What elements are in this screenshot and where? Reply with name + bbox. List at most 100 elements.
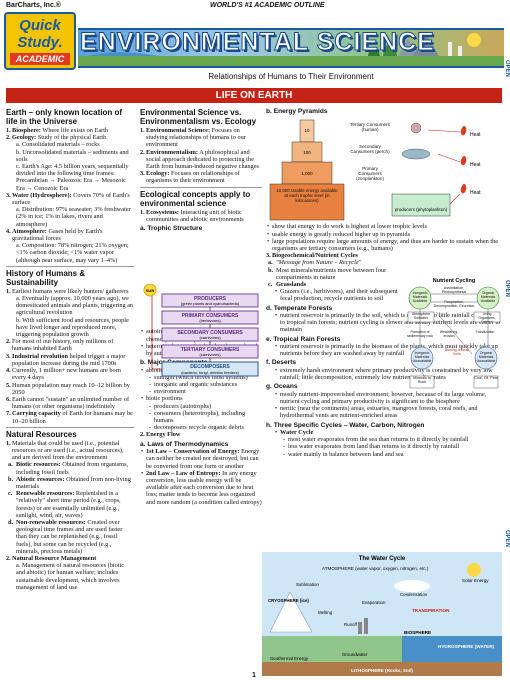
flame-icon — [460, 183, 467, 194]
list-item: 6.Earth cannot "sustain" an unlimited nu… — [6, 395, 130, 411]
deserts-label: f. Deserts — [266, 359, 297, 367]
divider — [6, 426, 134, 428]
svg-text:Nutrient Cycling: Nutrient Cycling — [433, 278, 475, 284]
dash-item: sunlight (which drives most systems) — [140, 374, 262, 381]
fish-icon — [401, 148, 431, 160]
list-item: 1.Ecosystems: Interacting unit of biotic… — [140, 208, 244, 223]
list-subitem: d.Non-renewable resources: Created over … — [8, 518, 123, 555]
svg-text:100: 100 — [303, 150, 311, 155]
svg-text:LITHOSPHERE (Rocks, Soil): LITHOSPHERE (Rocks, Soil) — [351, 668, 413, 673]
column-3: b. Energy Pyramids show that energy to d… — [266, 106, 502, 458]
mountain-icon — [269, 591, 313, 633]
svg-text:Heat: Heat — [470, 190, 481, 196]
heading-history: History of Humans & Sustainability — [6, 268, 86, 287]
organic-unavailable-node — [474, 346, 498, 370]
nutrient-cycling-diagram: Nutrient Cycling Inorganic Materials Ava… — [407, 278, 501, 389]
svg-text:TERTIARY CONSUMERS: TERTIARY CONSUMERS — [181, 347, 240, 353]
dash-item: decomposers recycle organic debris — [140, 424, 262, 431]
title-banner — [78, 28, 504, 68]
svg-text:ATMOSPHERE (water vapor, oxyge: ATMOSPHERE (water vapor, oxygen, nitroge… — [322, 566, 429, 571]
svg-text:DECOMPOSERS: DECOMPOSERS — [190, 364, 230, 370]
list-subitem: c. Earth's Age: 4.5 billion years, seque… — [16, 163, 129, 192]
list-subitem: b. Unconsolidated materials – sediments … — [16, 148, 129, 163]
svg-text:(carnivores): (carnivores) — [199, 335, 221, 340]
list-subitem: a."Message from Nature – Recycle" — [268, 259, 362, 267]
bullet: nutrient reservoir is primarily in the b… — [274, 343, 502, 357]
list-subitem: a. Management of natural resources (biot… — [16, 562, 125, 591]
list-item: 7.Carrying capacity of Earth for humans … — [6, 410, 133, 425]
list-item: 3.Biogeochemical/Nutrient Cycles — [266, 252, 358, 260]
svg-text:Condensation: Condensation — [400, 592, 428, 597]
sun-icon — [467, 563, 481, 577]
svg-text:Melting: Melting — [318, 610, 333, 615]
landscape-illustration — [78, 33, 504, 66]
svg-text:Heat: Heat — [470, 162, 481, 168]
svg-text:producers (phytoplankton): producers (phytoplankton) — [395, 207, 448, 212]
svg-text:BIOSPHERE: BIOSPHERE — [404, 630, 431, 635]
bullet: 1st Law – Conservation of Energy: Energy… — [140, 448, 262, 470]
svg-text:Groundwater: Groundwater — [342, 652, 368, 657]
svg-text:Sublimation: Sublimation — [296, 582, 319, 587]
temperate-label: d. Temperate Forests — [266, 304, 333, 312]
bullet: show that energy to do work is highest a… — [266, 223, 502, 230]
trophic-label: a. Trophic Structure — [140, 225, 203, 233]
list-item: 3.Water (Hydrosphere): Covers 70% of Ear… — [6, 191, 130, 207]
list-item: 5.Human population may reach 10–12 billi… — [6, 381, 130, 396]
publisher: BarCharts, Inc.® — [6, 2, 61, 9]
list-item: 2.Geology: Study of the physical Earth — [6, 134, 107, 142]
heading-vs: Environmental Science vs. Environmentali… — [140, 108, 257, 126]
thermo-label: a. Laws of Thermodynamics — [140, 440, 229, 448]
svg-text:TRANSPIRATION: TRANSPIRATION — [412, 608, 450, 613]
bullet: usable energy is greatly reduced higher … — [266, 231, 502, 238]
svg-text:Solar Energy: Solar Energy — [462, 578, 489, 583]
dash-item: less water evaporates from land than ret… — [274, 443, 502, 450]
bullet: neritic (near the continents) areas, est… — [274, 405, 502, 419]
list-subitem: b.Most minerals/nutrients move between f… — [268, 266, 387, 281]
list-subitem: b. With sufficient food and resources, p… — [16, 316, 129, 339]
svg-text:(green plants and cyanobacteri: (green plants and cyanobacteria) — [181, 301, 240, 306]
list-item: 1.Biosphere: Where life exists on Earth — [6, 127, 109, 134]
oceans-label: g. Oceans — [266, 383, 298, 391]
list-item: 2.For most of our history, only millions… — [6, 338, 114, 353]
bullet: extremely harsh environment where primar… — [274, 367, 502, 381]
list-subitem: b.Abiotic resources: Obtained from non-l… — [8, 475, 131, 490]
open-side-tab: OPEN OPEN OPEN — [504, 60, 510, 548]
list-subitem: c.Grasslands — [268, 281, 307, 289]
dash-item: inorganic and organic substances — [140, 381, 262, 388]
list-subitem: a.Biotic resources: Obtained from organi… — [8, 461, 129, 476]
page-number: 1 — [252, 672, 256, 679]
cloud-icon — [394, 580, 430, 592]
pyramid-label: b. Energy Pyramids — [266, 108, 328, 115]
svg-text:Evaporation: Evaporation — [362, 600, 386, 605]
svg-text:Runoff: Runoff — [344, 622, 358, 627]
bullet: large populations require large amounts … — [266, 238, 502, 252]
bullet: mostly nutrient-impoverished environment… — [274, 391, 502, 405]
water-cycle-diagram: The Water Cycle ATMOSPHERE (water vapor,… — [262, 552, 502, 676]
dash-item: producers (autotrophs) — [140, 403, 262, 410]
list-item: 2.Energy Flow — [140, 431, 181, 439]
svg-text:CRYOSPHERE (ice): CRYOSPHERE (ice) — [268, 598, 309, 603]
bullet: 2nd Law – Law of Entropy: In any energy … — [140, 470, 262, 506]
page-title: ENVIRONMENTAL SCIENCE — [80, 28, 435, 57]
list-item: 4.Atmosphere: Gases held by Earth's grav… — [6, 227, 103, 243]
list-item: 3.Ecology: Focuses on relationships of o… — [140, 170, 240, 185]
svg-text:(carnivores): (carnivores) — [199, 352, 221, 357]
three-cycles-label: h. Three Specific Cycles – Water, Carbon… — [266, 421, 425, 429]
pyramid-level-base — [269, 183, 345, 221]
svg-text:Heat: Heat — [470, 132, 481, 138]
bullet: biotic portions — [140, 395, 262, 402]
bullet: Grazers (i.e., herbivores), and their su… — [274, 288, 404, 302]
section-title: LIFE ON EARTH — [6, 88, 502, 103]
dash-item: most water evaporates from the sea than … — [274, 436, 502, 443]
heading-earth: Earth – only known location of life in t… — [6, 108, 123, 126]
top-bar: BarCharts, Inc.® WORLD'S #1 ACADEMIC OUT… — [0, 0, 510, 14]
list-subitem: a. Distribution: 97% seawater; 3% freshw… — [16, 206, 131, 228]
sun-label: SUN — [146, 288, 155, 293]
list-item: 1.Earliest humans were likely hunters/ g… — [6, 287, 129, 295]
list-subitem: c.Renewable resources: Replenished in a … — [8, 490, 121, 519]
flame-icon — [460, 155, 467, 166]
svg-text:SECONDARY CONSUMERS: SECONDARY CONSUMERS — [177, 330, 243, 336]
inorganic-unavailable-node — [410, 346, 434, 370]
producers-box — [391, 193, 451, 217]
bullet: Water Cycle — [274, 429, 502, 436]
